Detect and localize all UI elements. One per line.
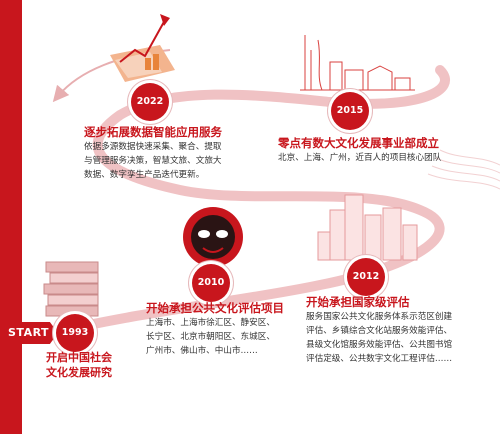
city-skyline-icon — [300, 35, 415, 91]
milestone-desc-2010: 上海市、上海市徐汇区、静安区、 长宁区、北京市朝阳区、东城区、 广州市、佛山市、… — [146, 318, 275, 356]
milestone-title-2015: 零点有数大文化发展事业部成立 — [278, 136, 439, 150]
milestone-desc-2015: 北京、上海、广州，近百人的项目核心团队 — [278, 153, 442, 163]
year-badge-1993: 1993 — [56, 314, 94, 352]
milestone-title-2012: 开始承担国家级评估 — [306, 295, 410, 309]
winding-path — [47, 65, 450, 338]
milestone-title-1993: 开启中国社会 文化发展研究 — [46, 351, 112, 379]
milestone-title-2022: 逐步拓展数据智能应用服务 — [84, 125, 222, 139]
year-badge-2015: 2015 — [331, 92, 369, 130]
year-badge-2022: 2022 — [131, 83, 169, 121]
year-badge-2012: 2012 — [347, 258, 385, 296]
ripple-decoration — [427, 149, 500, 190]
buildings-icon — [317, 194, 418, 261]
year-badge-2010: 2010 — [192, 264, 230, 302]
start-label: START — [0, 322, 58, 344]
milestone-title-2010: 开始承担公共文化评估项目 — [146, 301, 284, 315]
milestone-desc-2012: 服务国家公共文化服务体系示范区创建 评估、乡镇综合文化站服务效能评估、 县级文化… — [306, 312, 453, 364]
growth-chart-icon — [110, 14, 175, 82]
opera-mask-icon — [183, 207, 243, 267]
milestone-desc-2022: 依据多源数据快速采集、聚合、提取 与管理服务决策，智慧文旅、文旅大 数据、数字孪… — [84, 142, 222, 180]
books-icon — [43, 261, 99, 317]
